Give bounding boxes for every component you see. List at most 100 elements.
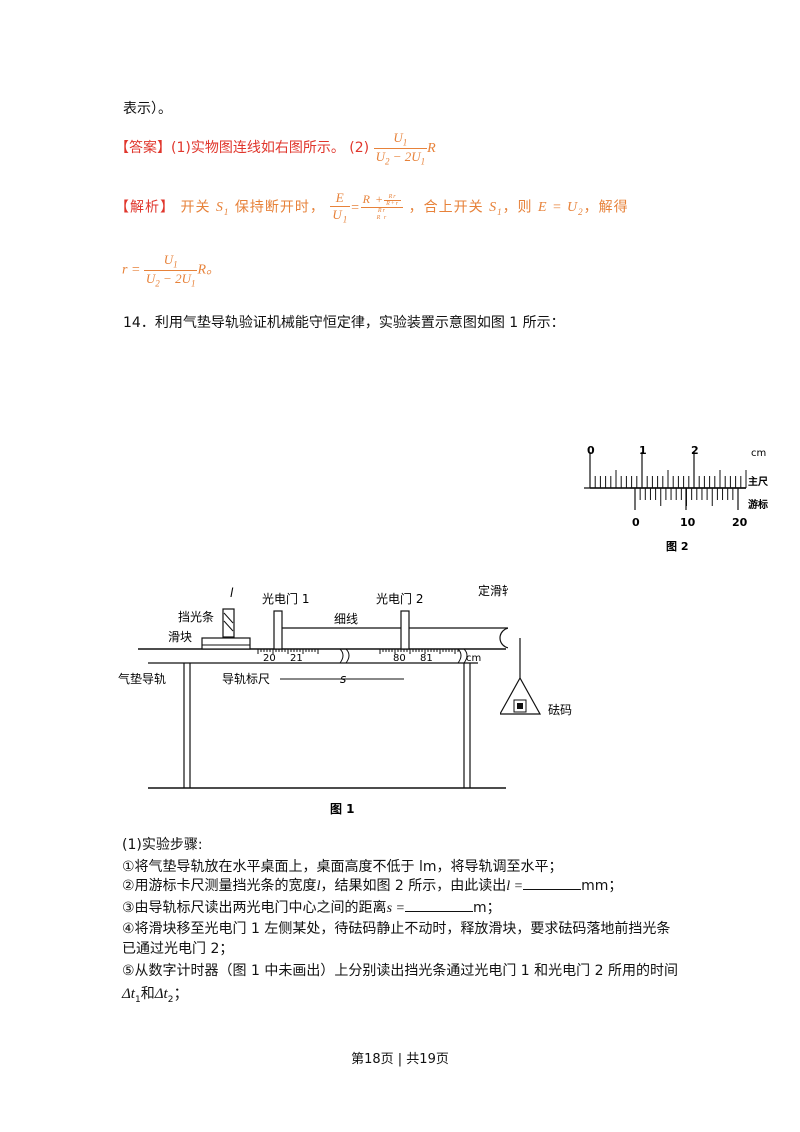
fig1-tick-81: 81 xyxy=(420,653,433,664)
step-4b: 已通过光电门 2； xyxy=(122,941,234,957)
step-2-b: ，结果如图 2 所示，由此读出 xyxy=(320,878,507,894)
answer-tag: 【答案】 xyxy=(115,140,171,157)
figure-1-airtrack: l 挡光条 滑块 气垫导轨 光电门 1 光电门 2 细线 定滑轮 导轨标尺 s … xyxy=(118,583,508,816)
step-5-tail: ； xyxy=(173,984,189,1002)
analysis-s1-sub: 1 xyxy=(223,207,230,218)
step-3: ③由导轨标尺读出两光电门中心之间的距离s =m； xyxy=(122,897,501,917)
answer-fraction: U1 U2 − 2U1 xyxy=(373,130,428,167)
analysis-s1: S1 xyxy=(215,200,230,218)
fig2-caption: 图 2 xyxy=(666,540,688,553)
answer-text: (1)实物图连线如右图所示。 (2) xyxy=(171,140,370,157)
step-2-unit: mm； xyxy=(581,878,623,894)
fig1-track-label: 气垫导轨 xyxy=(118,671,166,686)
stopper-strip xyxy=(222,608,235,638)
fig1-stopper-label: 挡光条 xyxy=(178,610,214,624)
fig2-bot-0: 0 xyxy=(632,516,640,529)
analysis-t1: 开关 xyxy=(180,199,211,216)
step-5a: ⑤从数字计时器（图 1 中未画出）上分别读出挡光条通过光电门 1 和光电门 2 … xyxy=(122,963,678,979)
analysis-e-eq-u2: E = U2 xyxy=(538,200,584,218)
r-result: r = U1 U2 − 2U1 R。 xyxy=(122,252,220,288)
analysis-r-den-bot: R r xyxy=(376,215,388,222)
answer-den-sub: 2 xyxy=(384,156,390,167)
fig2-main-label: 主尺 xyxy=(748,475,768,488)
gate-2 xyxy=(400,610,410,650)
step-2: ②用游标卡尺测量挡光条的宽度l，结果如图 2 所示，由此读出l = mm； xyxy=(122,875,622,895)
fig1-ruler-label: 导轨标尺 xyxy=(222,672,270,686)
fig1-unit: cm xyxy=(466,653,481,664)
analysis-e-eq-u2-text: E = U xyxy=(538,200,579,216)
step-5-and: 和 xyxy=(140,986,155,1002)
analysis-s1-label: S xyxy=(215,200,224,216)
analysis-r-big: R + xyxy=(362,192,385,207)
fig1-tick-20: 20 xyxy=(263,653,276,664)
fig1-tick-21: 21 xyxy=(290,653,303,664)
analysis-e-fraction: E U1 xyxy=(330,190,351,225)
pulley xyxy=(499,627,508,649)
analysis-e-den: U xyxy=(332,207,343,222)
step-2-a: ②用游标卡尺测量挡光条的宽度 xyxy=(122,878,317,894)
answer-den-sub2: 1 xyxy=(420,156,426,167)
answer-num-sub: 1 xyxy=(402,137,408,148)
fig1-gate2-label: 光电门 2 xyxy=(376,591,423,606)
answer-den: U xyxy=(375,148,385,164)
fig2-bot-20: 20 xyxy=(732,516,748,529)
step-3-unit: m； xyxy=(472,900,501,916)
analysis-t2: 保持断开时， xyxy=(234,199,325,216)
slider-block xyxy=(201,637,251,650)
step-4a: ④将滑块移至光电门 1 左侧某处，待砝码静止不动时，释放滑块，要求砝码落地前挡光… xyxy=(122,921,671,937)
fig1-string-label: 细线 xyxy=(334,612,358,626)
analysis-r-small-top: Rr xyxy=(384,194,402,202)
weight-hanger xyxy=(500,676,542,715)
r-result-num-sub: 1 xyxy=(173,259,178,270)
step-5-dt2: Δt xyxy=(154,986,168,1002)
fig2-bot-10: 10 xyxy=(680,516,696,529)
question-text: 14．利用气垫导轨验证机械能守恒定律，实验装置示意图如图 1 所示： xyxy=(123,315,565,331)
steps-heading: (1)实验步骤: xyxy=(122,837,203,853)
analysis-r-small-bot: R+r xyxy=(386,201,400,208)
fig2-top-0: 0 xyxy=(587,444,595,457)
r-result-tail: R。 xyxy=(197,262,221,278)
analysis-e-num: E xyxy=(330,190,351,207)
analysis-t3: ，合上开关 xyxy=(408,199,484,216)
fig1-tick-80: 80 xyxy=(393,653,406,664)
fig2-top-1: 1 xyxy=(639,444,647,457)
fig2-vernier-label: 游标 xyxy=(748,498,768,511)
fig1-pulley-label: 定滑轮 xyxy=(478,583,508,598)
analysis-r-den-top: Rr xyxy=(377,208,386,215)
step-5b: Δt1和Δt2； xyxy=(122,982,188,1005)
r-result-den-sub2: 1 xyxy=(190,278,196,289)
r-result-den-mid: − 2U xyxy=(159,270,191,286)
answer-tail: R xyxy=(427,141,436,157)
r-result-label: r = xyxy=(122,262,141,278)
figure-2-vernier: 0 1 2 cm 主尺 游标 0 10 20 图 2 xyxy=(584,444,768,553)
answer-line: 【答案】(1)实物图连线如右图所示。 (2) U1 U2 − 2U1 R xyxy=(115,130,436,166)
analysis-t4: ，则 xyxy=(502,199,533,216)
r-result-den: U xyxy=(145,270,156,286)
analysis-tag: 【解析】 xyxy=(115,199,175,216)
fig2-unit: cm xyxy=(751,448,766,459)
fig1-gate1-label: 光电门 1 xyxy=(262,591,309,606)
step-2-blank[interactable] xyxy=(523,889,582,890)
fig1-slider-label: 滑块 xyxy=(168,630,192,644)
page-footer: 第18页 | 共19页 xyxy=(351,1052,449,1067)
r-result-den-sub: 2 xyxy=(155,278,160,289)
step-3-blank[interactable] xyxy=(404,911,473,912)
intro-tail: 表示）。 xyxy=(123,101,172,117)
step-2-l-eq: l = xyxy=(506,879,524,894)
answer-den-mid: − 2U xyxy=(389,148,421,164)
weight-assembly: 砝码 xyxy=(500,638,572,717)
step-3-a: ③由导轨标尺读出两光电门中心之间的距离 xyxy=(122,900,387,916)
analysis-e-eq-u2-sub: 2 xyxy=(578,207,584,218)
gate-1 xyxy=(273,610,283,650)
fig2-top-2: 2 xyxy=(691,444,699,457)
analysis-s1b-sub: 1 xyxy=(497,207,503,218)
r-result-fraction: U1 U2 − 2U1 xyxy=(143,252,198,289)
step-2-l: l xyxy=(316,879,321,894)
step-5-dt1-sub: 1 xyxy=(134,995,141,1005)
step-5-dt1: Δt xyxy=(122,986,135,1002)
r-result-num: U xyxy=(163,252,174,267)
analysis-t5: ，解得 xyxy=(583,199,629,216)
step-5-dt2-sub: 2 xyxy=(167,995,174,1005)
